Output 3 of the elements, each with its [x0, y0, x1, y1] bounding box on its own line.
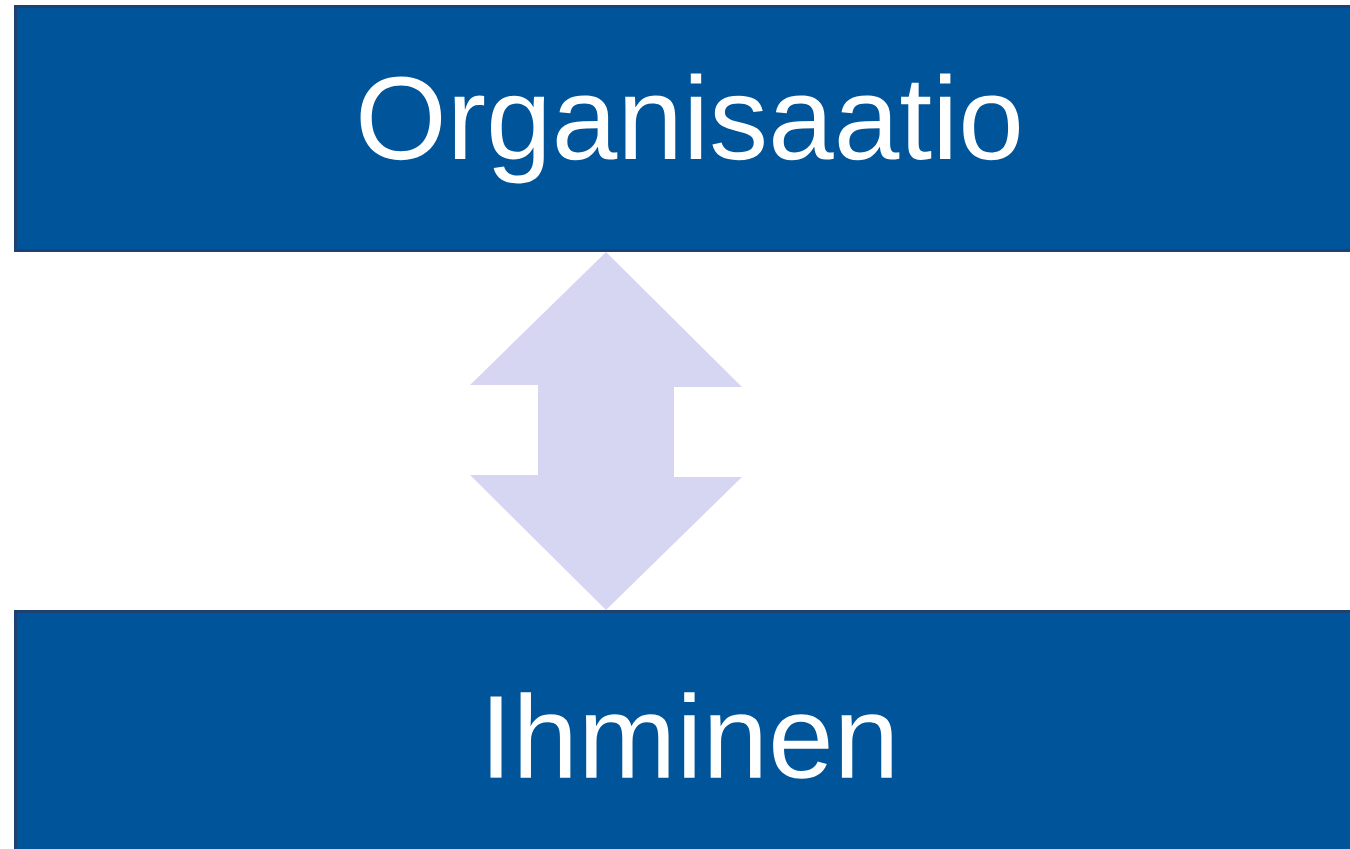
double-arrow — [470, 252, 742, 610]
label-box: Organisaatio — [14, 5, 1350, 252]
label-box: Ihminen — [14, 610, 1350, 849]
